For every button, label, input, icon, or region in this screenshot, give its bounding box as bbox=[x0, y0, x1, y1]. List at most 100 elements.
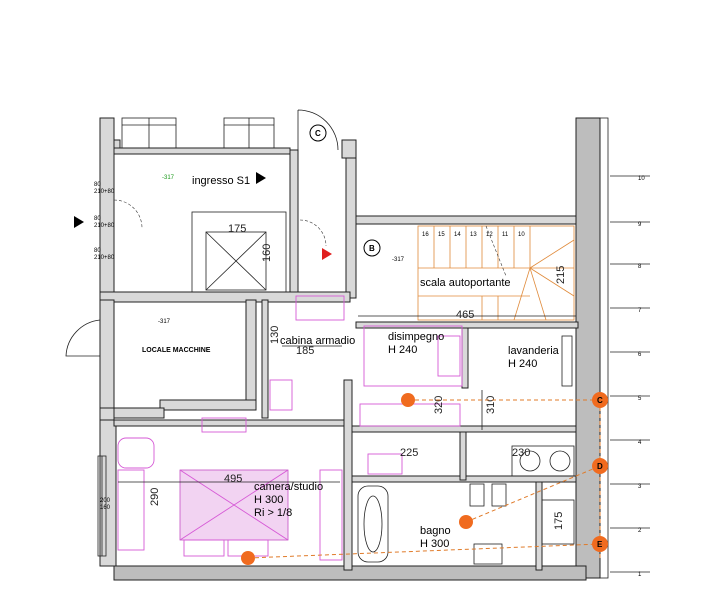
wall-west-notch bbox=[99, 407, 115, 421]
dim-lift-h: 160 bbox=[261, 244, 273, 262]
level-scala: -317 bbox=[392, 257, 405, 263]
dim-camera-h: 290 bbox=[149, 488, 161, 506]
svg-text:11: 11 bbox=[502, 232, 509, 238]
svg-text:80: 80 bbox=[94, 248, 101, 254]
dim-dis-1: 320 bbox=[433, 396, 445, 414]
cabina-wardrobe-side bbox=[269, 379, 293, 411]
room-lavanderia-h: H 240 bbox=[508, 358, 537, 370]
entry-arrow-icon bbox=[256, 172, 266, 184]
stair-arrow bbox=[485, 225, 507, 277]
svg-text:3: 3 bbox=[638, 484, 642, 490]
wall-locale-south-left bbox=[113, 407, 165, 419]
bidet-icon bbox=[469, 483, 485, 507]
wall-north-right bbox=[355, 215, 579, 225]
wall-mid-vertical bbox=[345, 157, 357, 299]
dim-lift-w: 175 bbox=[228, 223, 246, 235]
svg-text:14: 14 bbox=[454, 232, 461, 238]
svg-text:4: 4 bbox=[638, 440, 642, 446]
svg-text:80: 80 bbox=[94, 216, 101, 222]
door-swing-top bbox=[297, 109, 339, 151]
lavanderia-shelf bbox=[561, 335, 573, 387]
marker-d-label: D bbox=[597, 462, 603, 471]
stair-treads bbox=[418, 226, 575, 321]
wall-west-mid bbox=[99, 299, 115, 409]
wall-east bbox=[575, 117, 601, 579]
shower-icon bbox=[541, 499, 575, 545]
window-seat bbox=[201, 417, 247, 433]
dim-stair-w: 215 bbox=[555, 266, 567, 284]
scale-ruler: 10 9 8 7 6 5 4 3 2 1 bbox=[610, 175, 650, 578]
svg-text:210+80: 210+80 bbox=[94, 189, 115, 195]
wall-bath-north bbox=[351, 425, 577, 433]
wall-locale-east bbox=[245, 299, 257, 409]
svg-text:160: 160 bbox=[100, 505, 111, 511]
wardrobe-camera bbox=[319, 469, 343, 561]
wall-ingresso-east bbox=[289, 149, 299, 301]
wall-stair-bottom bbox=[355, 321, 579, 329]
bath-top-sink bbox=[367, 453, 403, 475]
marker-c-right-label: C bbox=[597, 396, 603, 405]
wall-camera-east bbox=[343, 379, 353, 571]
disimpegno-cabinet bbox=[437, 335, 461, 377]
room-bagno: bagno bbox=[420, 525, 451, 537]
outlet-point-1 bbox=[401, 393, 415, 407]
section-marker-b[interactable] bbox=[363, 239, 381, 257]
dim-bagno-small: 175 bbox=[553, 512, 565, 530]
disimpegno-zone bbox=[363, 325, 463, 387]
red-arrow-icon bbox=[322, 248, 332, 260]
wall-mid-horizontal bbox=[99, 291, 351, 303]
room-lavanderia: lavanderia bbox=[508, 345, 560, 357]
door-swing-b bbox=[299, 219, 327, 247]
washer-icon bbox=[519, 450, 541, 472]
dim-camera-w: 495 bbox=[224, 473, 242, 485]
room-scala: scala autoportante bbox=[420, 277, 511, 289]
wall-west-upper bbox=[99, 117, 115, 295]
wall-cabina-west bbox=[261, 299, 269, 419]
bathtub bbox=[357, 485, 389, 563]
wall-c-stub bbox=[341, 139, 357, 159]
wall-bath-split bbox=[459, 431, 467, 481]
wall-north-ingresso bbox=[113, 147, 291, 155]
level-locale: -317 bbox=[158, 319, 171, 325]
svg-text:210+80: 210+80 bbox=[94, 255, 115, 261]
lift-cabin bbox=[205, 231, 267, 291]
stair-outline bbox=[417, 225, 575, 321]
svg-text:13: 13 bbox=[470, 232, 477, 238]
marker-b-label: B bbox=[369, 244, 375, 253]
door-swing-west bbox=[113, 199, 143, 229]
marker-c-top-label: C bbox=[315, 129, 321, 138]
room-ingresso: ingresso S1 bbox=[192, 175, 250, 187]
desk bbox=[117, 469, 145, 551]
room-camera-ri: Ri > 1/8 bbox=[254, 507, 292, 519]
toilet-icon bbox=[491, 483, 507, 507]
dim-bath-top: 225 bbox=[400, 447, 418, 459]
room-camera-h: H 300 bbox=[254, 494, 283, 506]
washer-group bbox=[511, 445, 575, 477]
room-cabina-armadio: cabina armadio bbox=[280, 335, 355, 347]
west-arrow-icon bbox=[74, 216, 84, 228]
lift-shaft bbox=[191, 211, 287, 293]
svg-text:9: 9 bbox=[638, 222, 642, 228]
dim-corridor: 465 bbox=[456, 309, 474, 321]
marker-e-label: E bbox=[597, 540, 603, 549]
wall-stub bbox=[113, 139, 121, 149]
outlet-point-3 bbox=[241, 551, 255, 565]
section-marker-d[interactable] bbox=[592, 458, 608, 474]
dim-dis-2: 310 bbox=[485, 396, 497, 414]
disimpegno-lower bbox=[359, 403, 461, 427]
svg-text:6: 6 bbox=[638, 352, 642, 358]
room-disimpegno-h: H 240 bbox=[388, 344, 417, 356]
svg-text:12: 12 bbox=[486, 232, 493, 238]
section-marker-e[interactable] bbox=[592, 536, 608, 552]
level-ingresso: -317 bbox=[162, 175, 175, 181]
svg-text:5: 5 bbox=[638, 396, 642, 402]
wall-bagno-small bbox=[535, 481, 543, 571]
room-disimpegno: disimpegno bbox=[388, 331, 444, 343]
outlet-point-2 bbox=[459, 515, 473, 529]
section-marker-c-right[interactable] bbox=[592, 392, 608, 408]
cabina-wardrobe-top bbox=[295, 295, 345, 321]
section-marker-c-top[interactable] bbox=[309, 124, 327, 142]
room-camera: camera/studio bbox=[254, 481, 323, 493]
wall-camera-north bbox=[113, 419, 345, 427]
